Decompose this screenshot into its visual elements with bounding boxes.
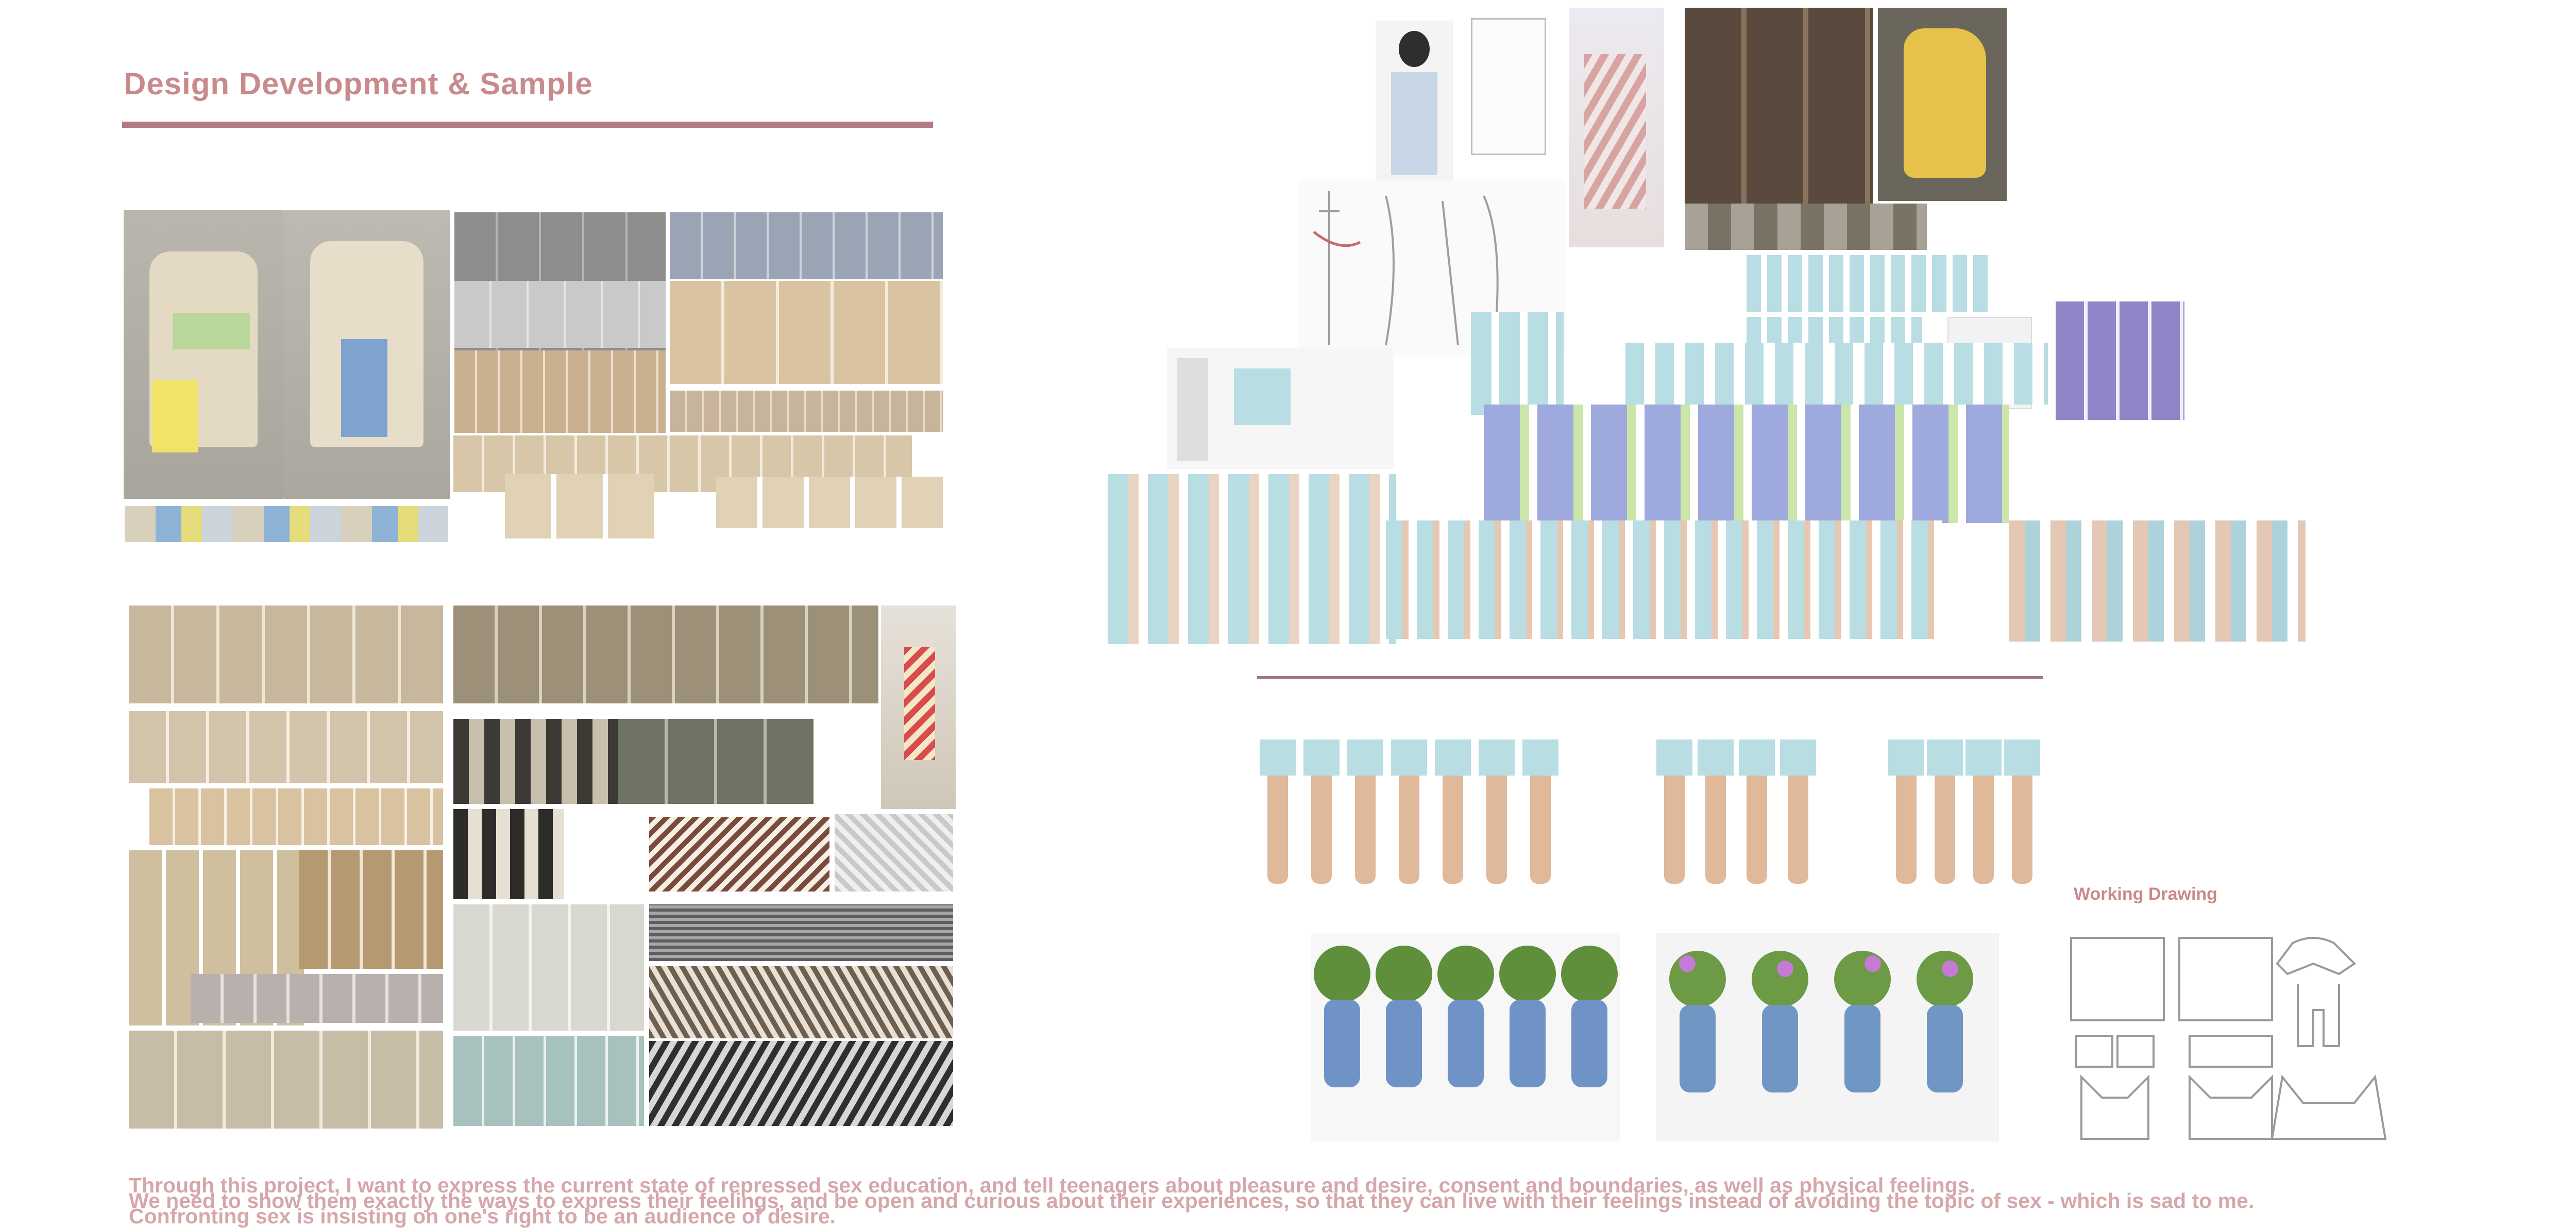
toile-fitting-strip-pink [191, 974, 443, 1023]
moodboard-fabric-strip [1685, 204, 1927, 250]
dressform-closeups [618, 719, 814, 804]
working-drawing-title: Working Drawing [2074, 884, 2217, 904]
cream-sample-thumbs-right [716, 477, 945, 528]
sample-photos-2-looks [1669, 951, 1973, 1092]
render-figures-left-cluster [1108, 474, 1396, 644]
render-figures-right-cluster [2009, 520, 2306, 642]
section-divider [1257, 676, 2043, 679]
flat-drawings [2070, 937, 2387, 1140]
dressform-row [453, 605, 878, 703]
zigzag-mini-dresses [649, 817, 829, 891]
white-toile-row [453, 904, 644, 1031]
pleat-fabric-swatch-2 [649, 904, 953, 961]
project-description: Through this project, I want to express … [129, 1173, 2550, 1228]
toile-fitting-row-bottom [129, 1031, 443, 1129]
lineup-2-figures [1656, 739, 1816, 884]
main-draping-photo-left [124, 210, 284, 499]
sketch-lines [1313, 191, 1499, 346]
lineup-3-figures [1888, 739, 2040, 884]
final-render-lineup-2 [1649, 709, 1829, 891]
cream-sample-thumbs [505, 474, 654, 539]
working-drawing-flats [2066, 933, 2401, 1149]
model-photo-striped-skirt [881, 605, 956, 809]
moodboard-dark-photos [1685, 8, 1873, 204]
cream-mockup-row [454, 350, 666, 433]
blue-toile-row [453, 1036, 644, 1126]
main-draping-photo-right [284, 210, 450, 499]
figure-render-row [1625, 343, 2048, 405]
toile-fitting-row-2 [129, 711, 443, 783]
fashion-sketch-red [1569, 8, 1664, 247]
final-sample-photos-1 [1311, 933, 1620, 1141]
pleat-fabric-swatch-3 [649, 966, 953, 1038]
render-figures-bottom-row [1386, 520, 1942, 639]
pleat-fabric-swatch-4 [649, 1041, 953, 1126]
black-trouser-row [453, 719, 618, 804]
small-sample-strip [670, 391, 943, 432]
render-row-top [1747, 255, 1994, 312]
grey-mockup-row-2 [454, 281, 666, 348]
toile-fitting-row-1 [129, 605, 443, 703]
print-dress-thumbs [2056, 301, 2184, 420]
sample-photos-1-looks [1314, 946, 1618, 1087]
final-render-lineup-3 [1880, 709, 2050, 891]
lineup-1-figures [1260, 739, 1558, 884]
fashion-sketch-2 [1471, 18, 1546, 155]
moodboard-yellow-garment [1878, 8, 2007, 201]
draping-swatch-strip [125, 506, 448, 542]
cream-drape-row [670, 281, 943, 384]
page-title: Design Development & Sample [124, 66, 593, 101]
render-row-mid-left [1471, 312, 1564, 415]
pleat-fabric-swatch-1 [835, 814, 953, 891]
toile-fitting-row-3 [149, 788, 443, 845]
print-render-row [1484, 405, 2009, 523]
description-line-2: We need to show them exactly the ways to… [129, 1189, 2255, 1213]
render-shirt-front [1167, 348, 1394, 469]
blue-mockup-row [670, 212, 943, 279]
final-render-lineup-1 [1252, 709, 1571, 891]
title-underline [122, 122, 933, 128]
black-trouser-row-2 [453, 809, 564, 899]
toile-fitting-grid-right [299, 850, 443, 969]
description-line-3: Confronting sex is insisting on one's ri… [129, 1204, 836, 1228]
description-line-1: Through this project, I want to express … [129, 1173, 1975, 1197]
final-sample-photos-2 [1656, 933, 1999, 1141]
fashion-sketch-1 [1376, 21, 1453, 186]
